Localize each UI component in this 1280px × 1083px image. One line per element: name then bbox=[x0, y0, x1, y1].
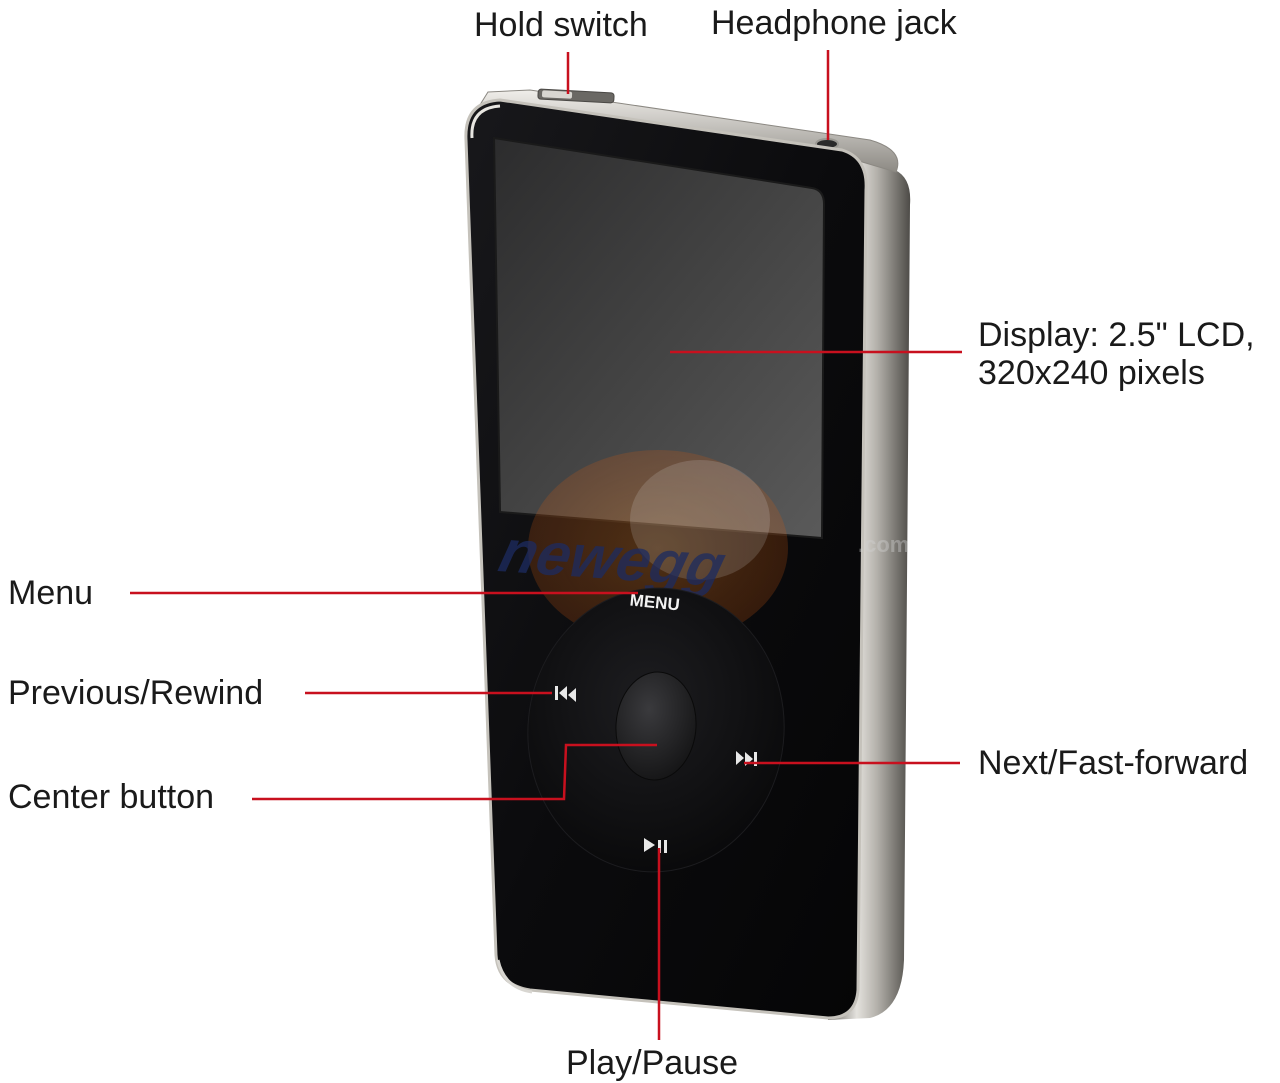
leader-lines bbox=[130, 50, 962, 1040]
play-pause-icon[interactable] bbox=[644, 838, 667, 853]
display-screen bbox=[492, 136, 826, 540]
center-button[interactable] bbox=[612, 669, 699, 782]
watermark-suffix: .com bbox=[858, 532, 909, 557]
watermark-text: newegg bbox=[493, 517, 732, 599]
newegg-watermark: newegg .com bbox=[493, 450, 909, 646]
label-headphone-jack: Headphone jack bbox=[711, 4, 957, 42]
label-menu: Menu bbox=[8, 574, 94, 612]
label-previous-rewind: Previous/Rewind bbox=[8, 674, 264, 712]
label-center-button: Center button bbox=[8, 778, 215, 816]
label-play-pause: Play/Pause bbox=[566, 1044, 738, 1082]
label-display: Display: 2.5" LCD, 320x240 pixels bbox=[978, 316, 1255, 392]
label-hold-switch: Hold switch bbox=[474, 6, 648, 44]
hold-switch-slider bbox=[541, 90, 573, 99]
label-display-line2: 320x240 pixels bbox=[978, 354, 1205, 392]
previous-rewind-icon[interactable] bbox=[555, 686, 576, 702]
leader-center bbox=[252, 743, 657, 801]
label-display-line1: Display: 2.5" LCD, bbox=[978, 316, 1255, 354]
label-next-fast-forward: Next/Fast-forward bbox=[978, 744, 1249, 782]
